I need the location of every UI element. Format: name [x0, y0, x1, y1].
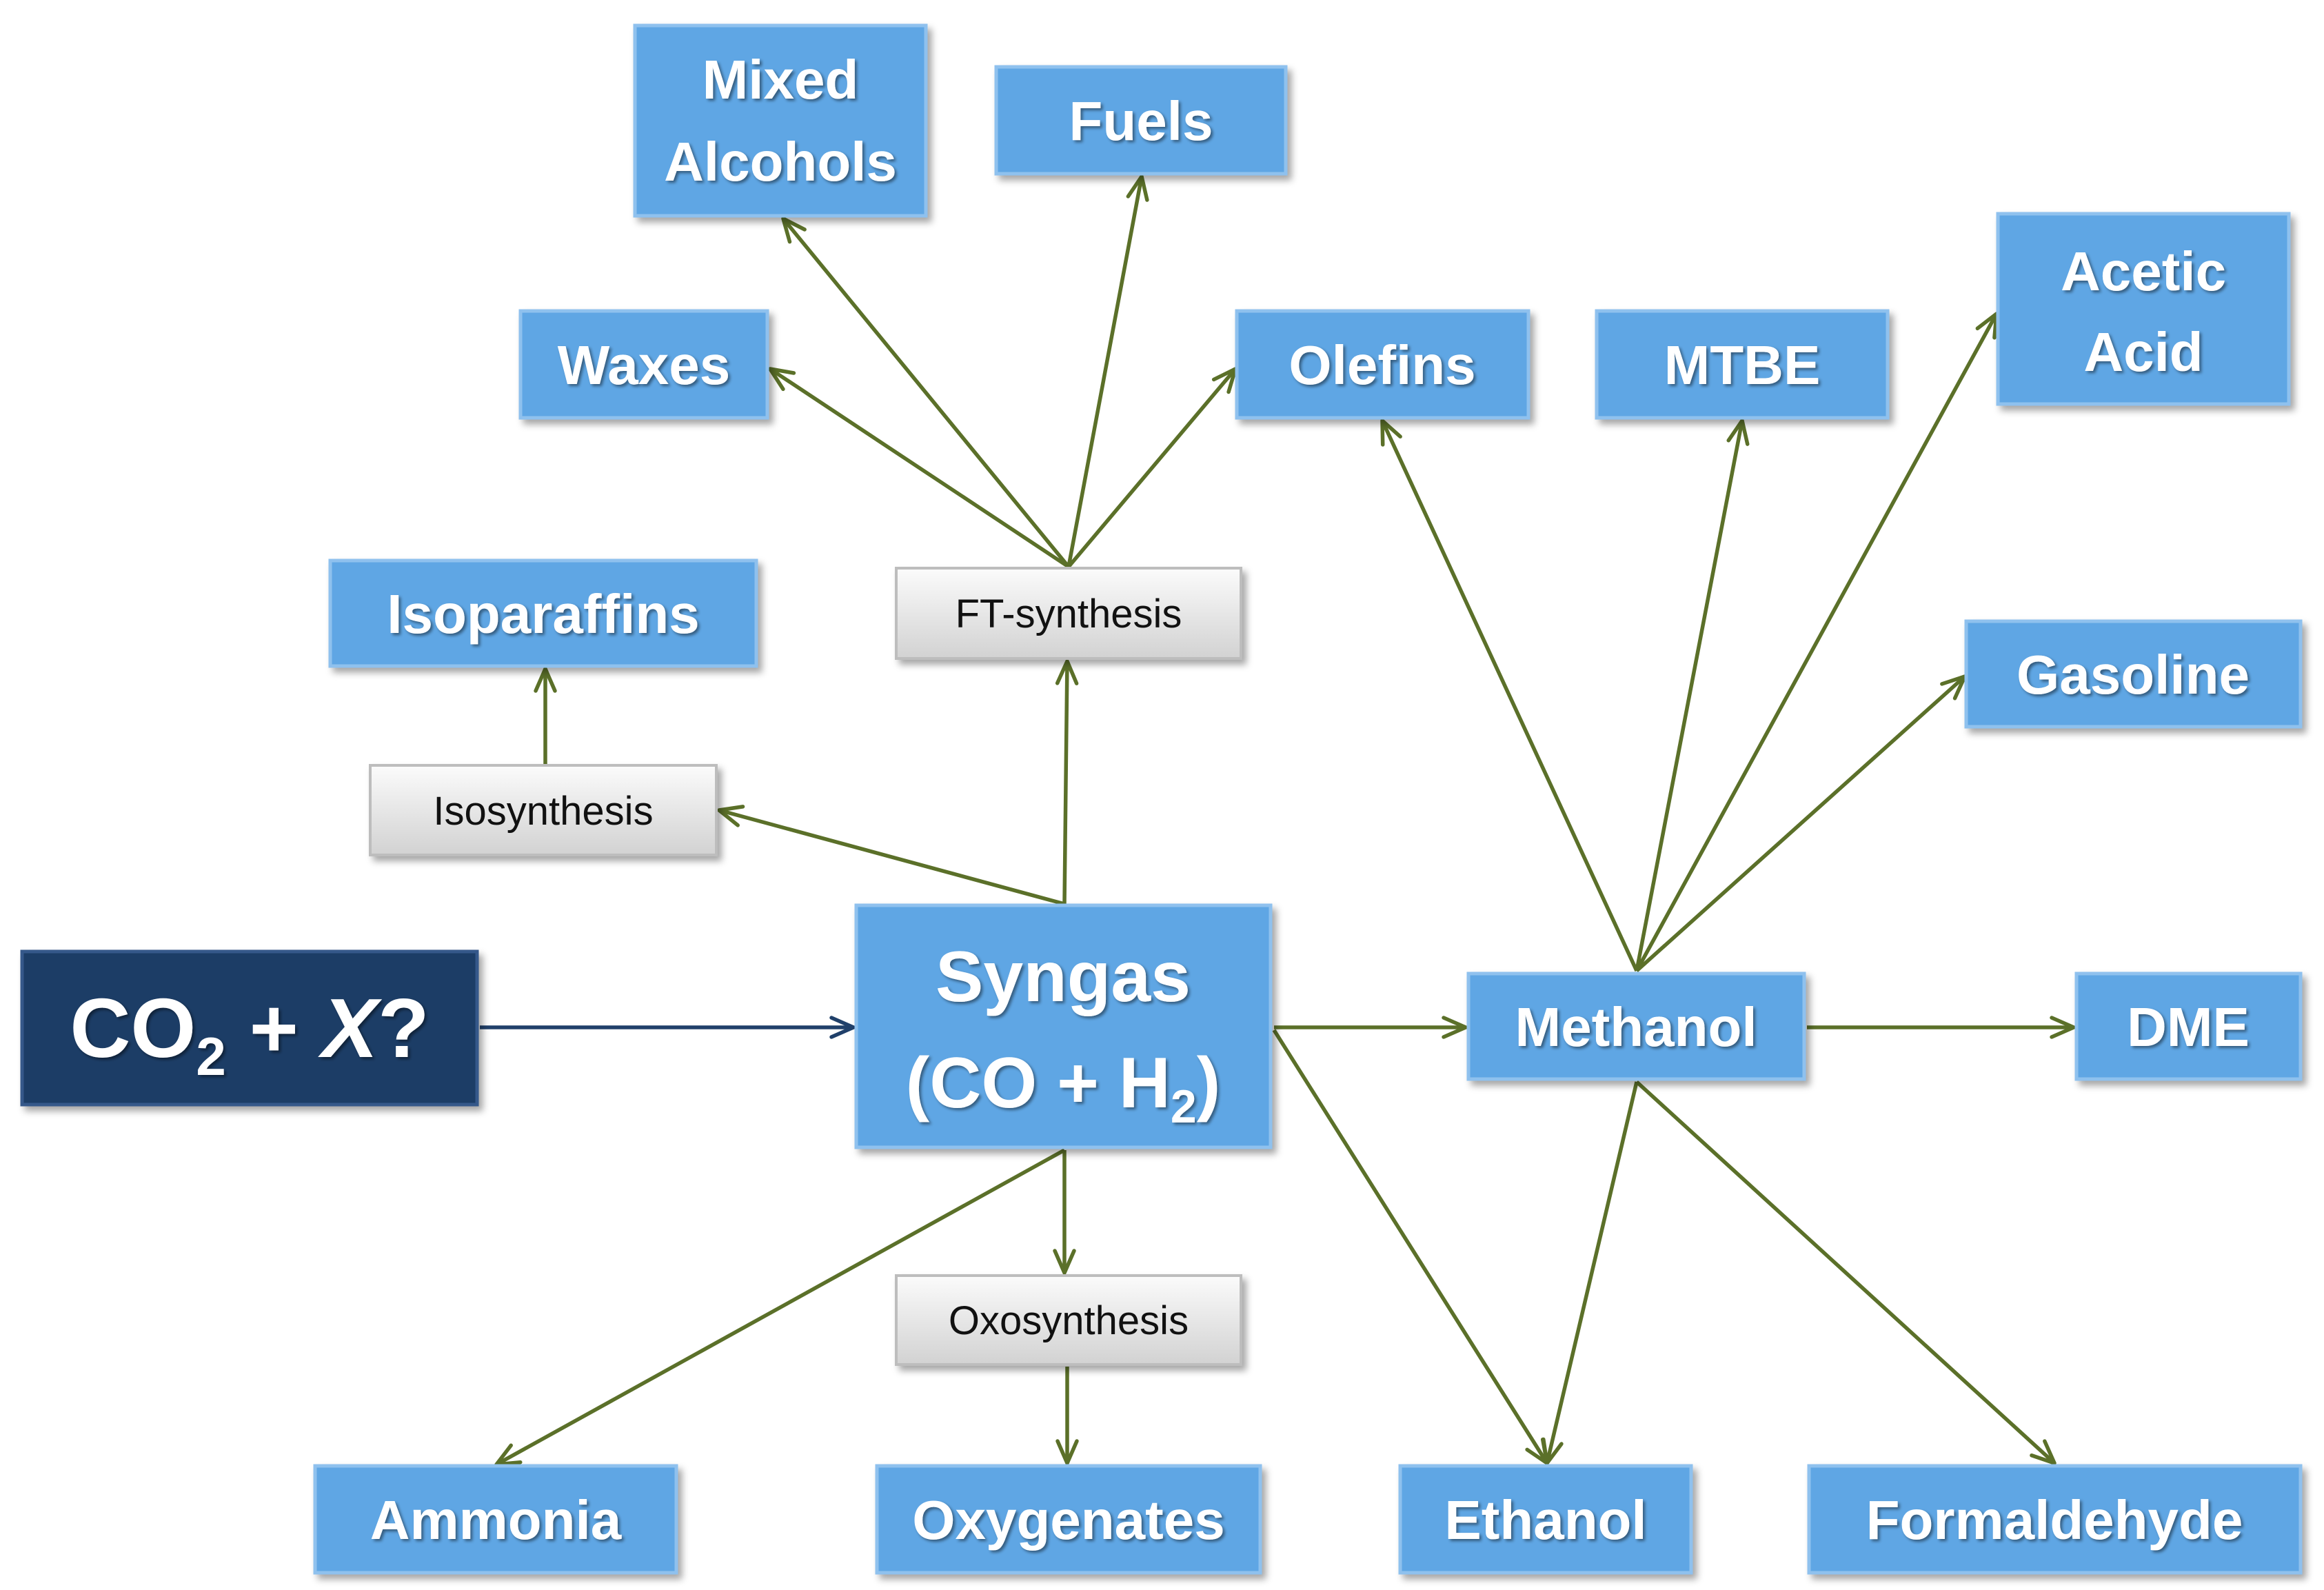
- acetic-acid-label-line1: Acetic: [2061, 241, 2226, 302]
- oxygenates-label: Oxygenates: [912, 1489, 1225, 1551]
- olefins-box: [1235, 309, 1530, 420]
- source-formula: CO: [70, 981, 196, 1075]
- isosynthesis-label: Isosynthesis: [433, 789, 653, 834]
- syngas-node: Syngas (CO + H2): [854, 903, 1273, 1149]
- mtbe-label: MTBE: [1664, 334, 1821, 396]
- arrow-syngas-to-ft-synthesis: [1055, 659, 1079, 905]
- arrow-methanol-to-ethanol: [1540, 1081, 1639, 1465]
- product-nodes: Mixed Alcohols Fuels Waxes Olefins MTBE …: [313, 23, 2303, 1575]
- source-node: CO2 + X?: [20, 949, 479, 1107]
- acetic-acid-label-line2: Acid: [2083, 321, 2203, 383]
- arrow-methanol-to-acetic-acid: [1635, 312, 1999, 972]
- syngas-box: [854, 903, 1273, 1149]
- arrow-methanol-to-mtbe: [1635, 419, 1750, 972]
- dme-box: [2074, 972, 2303, 1081]
- syngas-formula-post: ): [1197, 1043, 1221, 1123]
- arrow-syngas-to-ethanol: [1272, 1029, 1549, 1465]
- gasoline-box: [1964, 619, 2303, 729]
- mixed-alcohols-label-line2: Alcohols: [664, 131, 897, 192]
- methanol-label: Methanol: [1515, 996, 1757, 1058]
- syngas-label-line2: (CO + H2): [906, 1043, 1221, 1133]
- source-label: CO2 + X?: [70, 981, 429, 1087]
- arrow-ft-to-fuels: [1067, 174, 1149, 567]
- source-box: [20, 949, 479, 1107]
- formaldehyde-label: Formaldehyde: [1866, 1489, 2243, 1551]
- ammonia-label: Ammonia: [370, 1489, 622, 1551]
- source-suffix: ?: [378, 981, 430, 1075]
- syngas-label-line1: Syngas: [936, 937, 1191, 1017]
- dme-label: DME: [2127, 996, 2250, 1058]
- isoparaffins-label: Isoparaffins: [387, 583, 699, 645]
- ammonia-box: [313, 1464, 678, 1575]
- mixed-alcohols-box: [633, 23, 928, 218]
- acetic-acid-box: [1996, 212, 2291, 406]
- process-nodes: FT-synthesis Isosynthesis Oxosynthesis: [369, 567, 1242, 1366]
- formaldehyde-box: [1807, 1464, 2303, 1575]
- arrow-syngas-to-isosynthesis: [717, 805, 1065, 906]
- syngas-formula-subscript: 2: [1171, 1080, 1197, 1133]
- mixed-alcohols-label-line1: Mixed: [703, 49, 859, 110]
- isoparaffins-box: [328, 558, 758, 668]
- ft-synthesis-label: FT-synthesis: [956, 592, 1182, 636]
- ethanol-box: [1398, 1464, 1693, 1575]
- oxosynthesis-box: [895, 1274, 1242, 1366]
- arrow-ft-to-olefins: [1067, 367, 1237, 568]
- arrow-ft-to-waxes: [768, 367, 1070, 569]
- edges: [480, 174, 2076, 1467]
- source-variable: X: [318, 981, 383, 1075]
- arrow-methanol-to-formaldehyde: [1635, 1080, 2057, 1465]
- source-operator: +: [226, 981, 322, 1075]
- methanol-box: [1466, 972, 1806, 1081]
- ethanol-label: Ethanol: [1444, 1489, 1646, 1551]
- isosynthesis-box: [369, 764, 718, 856]
- arrow-methanol-to-olefins: [1380, 419, 1639, 972]
- fuels-label: Fuels: [1069, 90, 1213, 152]
- waxes-label: Waxes: [558, 334, 731, 396]
- ft-synthesis-box: [895, 567, 1242, 660]
- mtbe-box: [1595, 309, 1890, 420]
- olefins-label: Olefins: [1289, 334, 1475, 396]
- gasoline-label: Gasoline: [2017, 644, 2250, 705]
- source-subscript: 2: [196, 1026, 225, 1087]
- syngas-formula-pre: (CO + H: [906, 1043, 1171, 1123]
- arrow-syngas-to-ammonia: [494, 1148, 1066, 1467]
- arrow-methanol-to-gasoline: [1635, 674, 1967, 973]
- fuels-box: [994, 65, 1288, 176]
- waxes-box: [518, 309, 769, 420]
- oxosynthesis-label: Oxosynthesis: [949, 1298, 1189, 1343]
- oxygenates-box: [875, 1464, 1262, 1575]
- arrow-ft-to-mixed-alcohols: [781, 217, 1071, 568]
